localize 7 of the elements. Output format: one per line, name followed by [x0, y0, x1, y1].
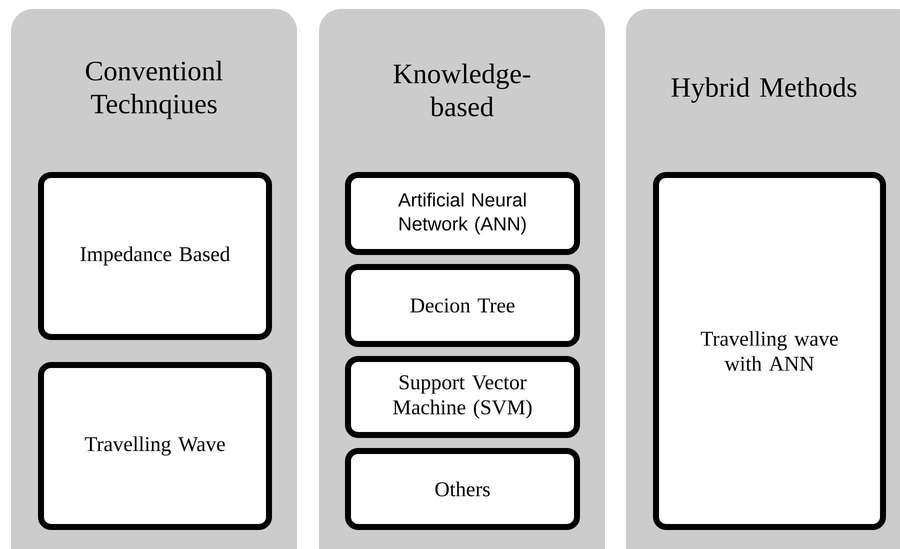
category-box: Support Vector Machine (SVM) [345, 356, 580, 438]
category-box: Decion Tree [345, 264, 580, 347]
category-box: Travelling wave with ANN [653, 172, 886, 530]
category-box: Others [345, 448, 580, 530]
category-box: Impedance Based [38, 172, 272, 340]
category-box: Artificial Neural Network (ANN) [345, 172, 580, 255]
category-box: Travelling Wave [38, 362, 272, 530]
